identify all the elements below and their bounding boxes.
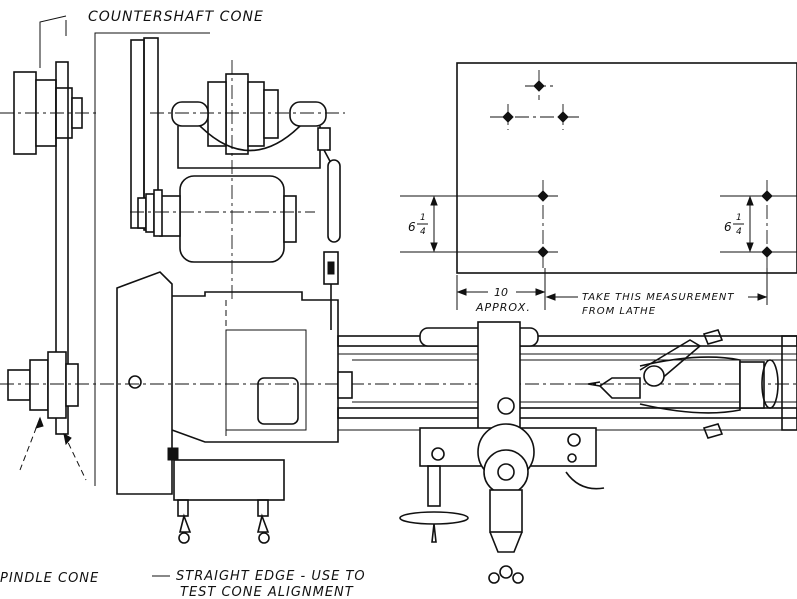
countershaft-cone xyxy=(13,71,83,155)
hole-pair-right xyxy=(720,180,797,268)
from-lathe-label: FROM LATHE xyxy=(582,306,656,317)
svg-text:6: 6 xyxy=(408,220,416,234)
dimension-ten: 10 xyxy=(494,286,508,299)
spindle-cone xyxy=(7,351,79,419)
svg-text:4: 4 xyxy=(420,227,426,237)
svg-text:1: 1 xyxy=(420,213,426,223)
countershaft-cone-label: COUNTERSHAFT CONE xyxy=(88,9,264,25)
horizontal-dimension xyxy=(456,268,768,310)
template-board xyxy=(456,62,797,274)
drive-belt xyxy=(55,61,69,435)
lathe-bed xyxy=(337,335,797,431)
countershaft-assembly xyxy=(130,37,345,300)
straight-edge-outline xyxy=(94,32,210,486)
dimension-six-quarter-right: 6 1 4 xyxy=(724,213,744,237)
hole-pair-left xyxy=(400,180,558,268)
dimension-six-quarter-left: 6 1 4 xyxy=(408,213,428,237)
dimension-approx: APPROX. xyxy=(475,301,531,314)
carriage xyxy=(399,321,724,584)
headstock xyxy=(116,271,353,544)
mounting-template xyxy=(400,62,797,310)
tailstock xyxy=(587,339,779,414)
svg-text:4: 4 xyxy=(736,227,742,237)
svg-text:6: 6 xyxy=(724,220,732,234)
spindle-cone-label: PINDLE CONE xyxy=(0,571,99,586)
labels: COUNTERSHAFT CONE PINDLE CONE STRAIGHT E… xyxy=(0,9,744,599)
tension-rod xyxy=(317,127,341,330)
straight-edge-label: STRAIGHT EDGE - USE TO xyxy=(176,569,366,584)
test-cone-alignment-label: TEST CONE ALIGNMENT xyxy=(180,585,354,599)
hole-group-top xyxy=(490,70,580,130)
take-measurement-label: TAKE THIS MEASUREMENT xyxy=(582,292,734,303)
svg-text:1: 1 xyxy=(736,213,742,223)
